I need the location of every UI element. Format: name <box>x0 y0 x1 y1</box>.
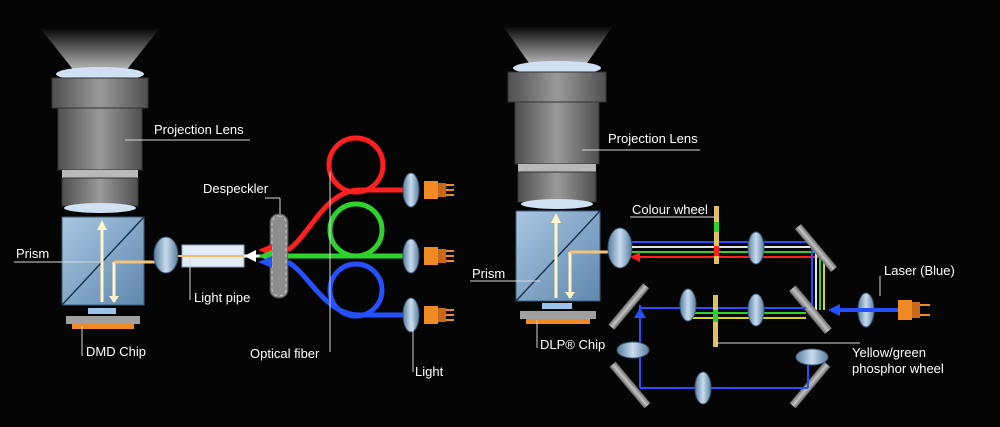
label-laser-blue: Laser (Blue) <box>884 263 955 278</box>
label-phosphor-line1: Yellow/green <box>852 345 926 360</box>
relay-lens-bottom <box>694 371 712 405</box>
relay-lens-top <box>747 231 765 265</box>
label-dlp-chip: DLP® Chip <box>540 337 605 352</box>
mirror-right-bottom <box>789 361 831 409</box>
laser-blue <box>828 292 930 328</box>
relay-lens-right <box>795 348 829 366</box>
label-dmd-chip: DMD Chip <box>86 344 146 359</box>
light-source-red <box>402 172 454 208</box>
dmd-chip <box>66 308 140 329</box>
dichroic-mirror <box>788 285 832 335</box>
condenser-lens-right <box>607 227 633 269</box>
right-diagram: Projection Lens Colour wheel Prism DLP® … <box>470 26 955 409</box>
label-light: Light <box>415 364 444 379</box>
despeckler <box>269 213 289 299</box>
projection-lens-left <box>51 67 149 213</box>
label-optical-fiber: Optical fiber <box>250 346 320 361</box>
relay-lens-left <box>616 341 650 359</box>
label-projection-lens-right: Projection Lens <box>608 131 698 146</box>
label-prism-right: Prism <box>472 266 505 281</box>
left-diagram: Projection Lens Prism DMD Chip Light pip… <box>14 28 454 379</box>
label-phosphor-line2: phosphor wheel <box>852 361 944 376</box>
dlp-chip <box>520 303 596 324</box>
optical-fiber-blue <box>258 256 405 319</box>
phosphor-path <box>640 288 806 347</box>
prism-right <box>515 210 612 302</box>
projection-lens-right <box>507 61 607 209</box>
rgb-beams <box>630 241 825 310</box>
light-source-blue <box>402 297 454 333</box>
light-source-green <box>402 238 454 274</box>
projected-beam-right <box>503 26 613 66</box>
prism-left <box>60 216 170 306</box>
label-light-pipe: Light pipe <box>194 290 250 305</box>
label-projection-lens-left: Projection Lens <box>154 122 244 137</box>
label-prism-left: Prism <box>16 246 49 261</box>
colour-wheel <box>714 206 719 264</box>
mirror-left-top <box>608 283 650 330</box>
projected-beam-left <box>40 28 160 72</box>
label-despeckler: Despeckler <box>203 181 269 196</box>
mirror-top-right <box>794 223 838 273</box>
condenser-lens-left <box>153 236 179 274</box>
mirror-left-bottom <box>609 361 651 409</box>
label-colour-wheel: Colour wheel <box>632 202 708 217</box>
